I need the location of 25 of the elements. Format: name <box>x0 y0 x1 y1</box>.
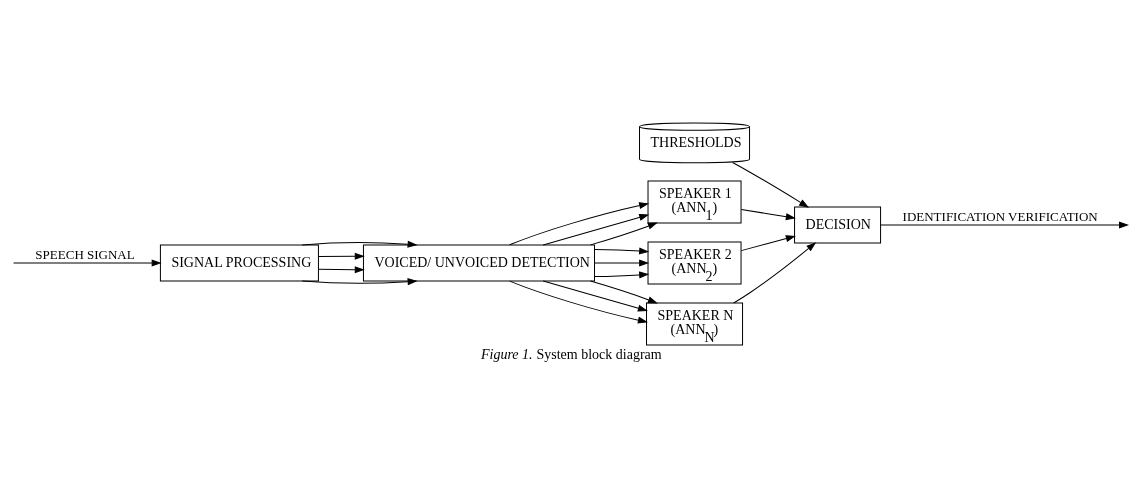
node-box: DECISION <box>794 205 882 243</box>
arrow <box>13 259 161 266</box>
arrow <box>590 280 657 303</box>
arrow <box>318 265 364 273</box>
arrow <box>732 161 809 207</box>
arrow <box>301 277 417 285</box>
arrow <box>590 222 657 245</box>
node-box: SIGNAL PROCESSING <box>159 243 319 281</box>
arrow <box>594 271 649 278</box>
arrow <box>740 234 795 251</box>
node-box: VOICED/ UNVOICED DETECTION <box>362 243 595 281</box>
arrow <box>509 201 649 245</box>
arrow <box>301 240 417 248</box>
edge-label: SPEECH SIGNAL <box>35 246 135 262</box>
arrow <box>880 221 1128 228</box>
arrow <box>542 213 649 245</box>
arrow <box>594 247 649 254</box>
arrow <box>542 280 647 312</box>
arrow <box>740 208 795 220</box>
arrow <box>318 252 364 259</box>
caption: Figure 1. System block diagram <box>480 346 662 362</box>
arrow <box>594 259 649 266</box>
arrow <box>509 280 647 323</box>
edge-label: IDENTIFICATION VERIFICATION <box>902 208 1098 224</box>
arrow <box>733 242 816 303</box>
